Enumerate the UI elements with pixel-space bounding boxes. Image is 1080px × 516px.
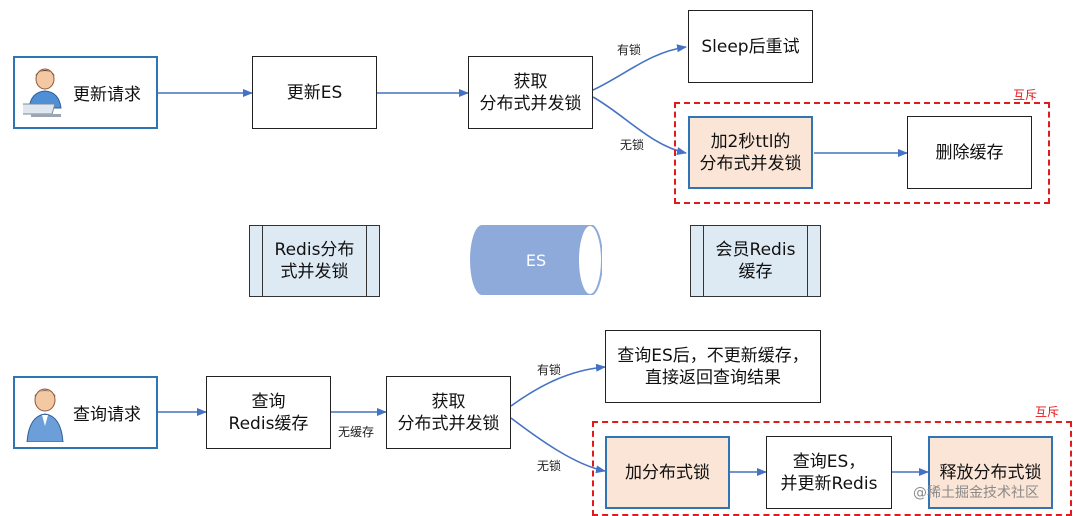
bottom-locked-label: 有锁 [537, 363, 562, 377]
es-cylinder-icon [470, 225, 602, 295]
locked-result-box: 查询ES后，不更新缓存， 直接返回查询结果 [605, 330, 821, 403]
user-at-computer-icon [23, 68, 62, 117]
sleep-retry-box: Sleep后重试 [688, 10, 813, 83]
bottom-unlocked-label: 无锁 [537, 459, 562, 473]
arrow-acquire-lock-to-sleep [592, 44, 687, 91]
top-locked-label: 有锁 [617, 43, 642, 57]
update-es-box: 更新ES [252, 56, 377, 129]
arrow-acquire-lock-to-locked-result [510, 363, 606, 407]
legend-redis-lock: Redis分布 式并发锁 [249, 225, 380, 297]
legend-es-label: ES [525, 250, 547, 270]
user-icon [26, 388, 64, 442]
arrow-acquire-lock-to-add-lock [510, 417, 606, 474]
watermark: @稀土掘金技术社区 [913, 485, 1039, 501]
delete-cache-box: 删除缓存 [907, 116, 1032, 189]
top-acquire-lock-box: 获取 分布式并发锁 [468, 56, 593, 129]
query-update-box: 查询ES， 并更新Redis [766, 436, 892, 509]
add-lock-box: 加分布式锁 [605, 436, 730, 509]
query-request-label: 查询请求 [73, 405, 141, 425]
add-ttl-lock-box: 加2秒ttl的 分布式并发锁 [688, 116, 813, 189]
legend-member-cache: 会员Redis 缓存 [690, 225, 821, 297]
update-request-actor: 更新请求 [13, 56, 158, 129]
query-redis-box: 查询 Redis缓存 [206, 376, 331, 449]
update-request-label: 更新请求 [73, 85, 141, 105]
no-cache-label: 无缓存 [338, 425, 375, 439]
top-mutex-zone [674, 102, 1050, 204]
release-lock-box: 释放分布式锁 [928, 436, 1053, 509]
top-unlocked-label: 无锁 [620, 138, 645, 152]
bottom-acquire-lock-box: 获取 分布式并发锁 [386, 376, 511, 449]
bottom-mutex-label: 互斥 [1035, 405, 1060, 419]
top-mutex-label: 互斥 [1013, 88, 1038, 102]
query-request-actor: 查询请求 [13, 376, 158, 449]
